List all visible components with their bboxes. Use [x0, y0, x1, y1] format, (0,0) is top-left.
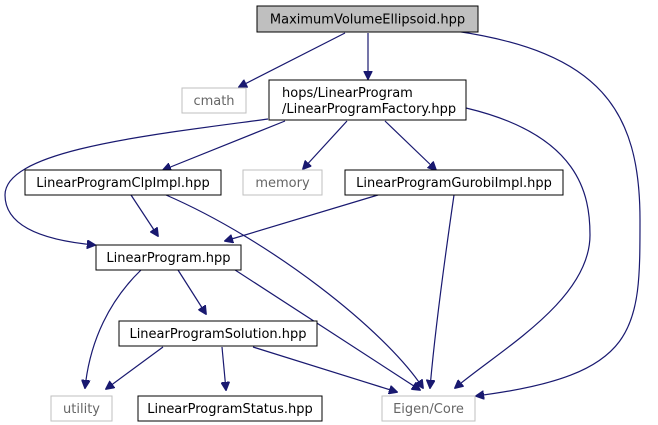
dependency-nodes: MaximumVolumeEllipsoid.hpp cmath hops/Li… — [24, 5, 564, 422]
edge-lp-solution — [177, 269, 206, 314]
edge-solution-utility — [106, 346, 164, 389]
node-label-line-2: /LinearProgramFactory.hpp — [282, 102, 456, 117]
node-label: LinearProgram.hpp — [106, 251, 230, 266]
edge-lp-utility — [85, 269, 142, 388]
node-label: Eigen/Core — [393, 402, 464, 417]
node-cmath[interactable]: cmath — [181, 87, 247, 114]
node-linear-program-clp-impl[interactable]: LinearProgramClpImpl.hpp — [24, 169, 222, 196]
node-linear-program[interactable]: LinearProgram.hpp — [95, 244, 242, 271]
node-label: memory — [255, 176, 310, 191]
node-label: utility — [63, 402, 100, 417]
node-utility[interactable]: utility — [50, 395, 113, 422]
node-linear-program-gurobi-impl[interactable]: LinearProgramGurobiImpl.hpp — [344, 169, 564, 196]
edge-factory-eigen — [455, 107, 591, 388]
dependency-edges — [4, 30, 641, 396]
node-label: MaximumVolumeEllipsoid.hpp — [270, 13, 465, 28]
edge-gurobi-lp — [225, 194, 379, 241]
node-label: cmath — [193, 94, 234, 109]
node-memory[interactable]: memory — [242, 169, 323, 196]
edge-clp-eigen — [165, 194, 423, 388]
node-label: LinearProgramSolution.hpp — [129, 327, 306, 342]
edge-solution-status — [222, 346, 226, 390]
node-linear-program-status[interactable]: LinearProgramStatus.hpp — [137, 395, 323, 422]
edge-lp-eigen — [231, 267, 420, 390]
edge-factory-memory — [303, 120, 348, 169]
edge-factory-lp — [4, 118, 269, 245]
edge-solution-eigen — [252, 346, 397, 392]
node-linear-program-solution[interactable]: LinearProgramSolution.hpp — [118, 320, 318, 347]
edge-factory-gurobi — [384, 120, 436, 170]
edge-clp-lp — [130, 194, 158, 236]
node-linear-program-factory[interactable]: hops/LinearProgram /LinearProgramFactory… — [268, 79, 467, 121]
node-label: LinearProgramStatus.hpp — [147, 402, 313, 417]
edge-factory-clp — [163, 120, 286, 170]
node-label: LinearProgramClpImpl.hpp — [36, 176, 209, 191]
node-label-line-1: hops/LinearProgram — [282, 86, 413, 101]
edge-root-eigen — [454, 30, 641, 396]
node-maximum-volume-ellipsoid: MaximumVolumeEllipsoid.hpp — [256, 5, 479, 33]
node-label: LinearProgramGurobiImpl.hpp — [356, 176, 552, 191]
edge-gurobi-eigen — [430, 194, 455, 388]
node-eigen-core[interactable]: Eigen/Core — [381, 395, 476, 422]
edge-root-cmath — [239, 32, 346, 87]
